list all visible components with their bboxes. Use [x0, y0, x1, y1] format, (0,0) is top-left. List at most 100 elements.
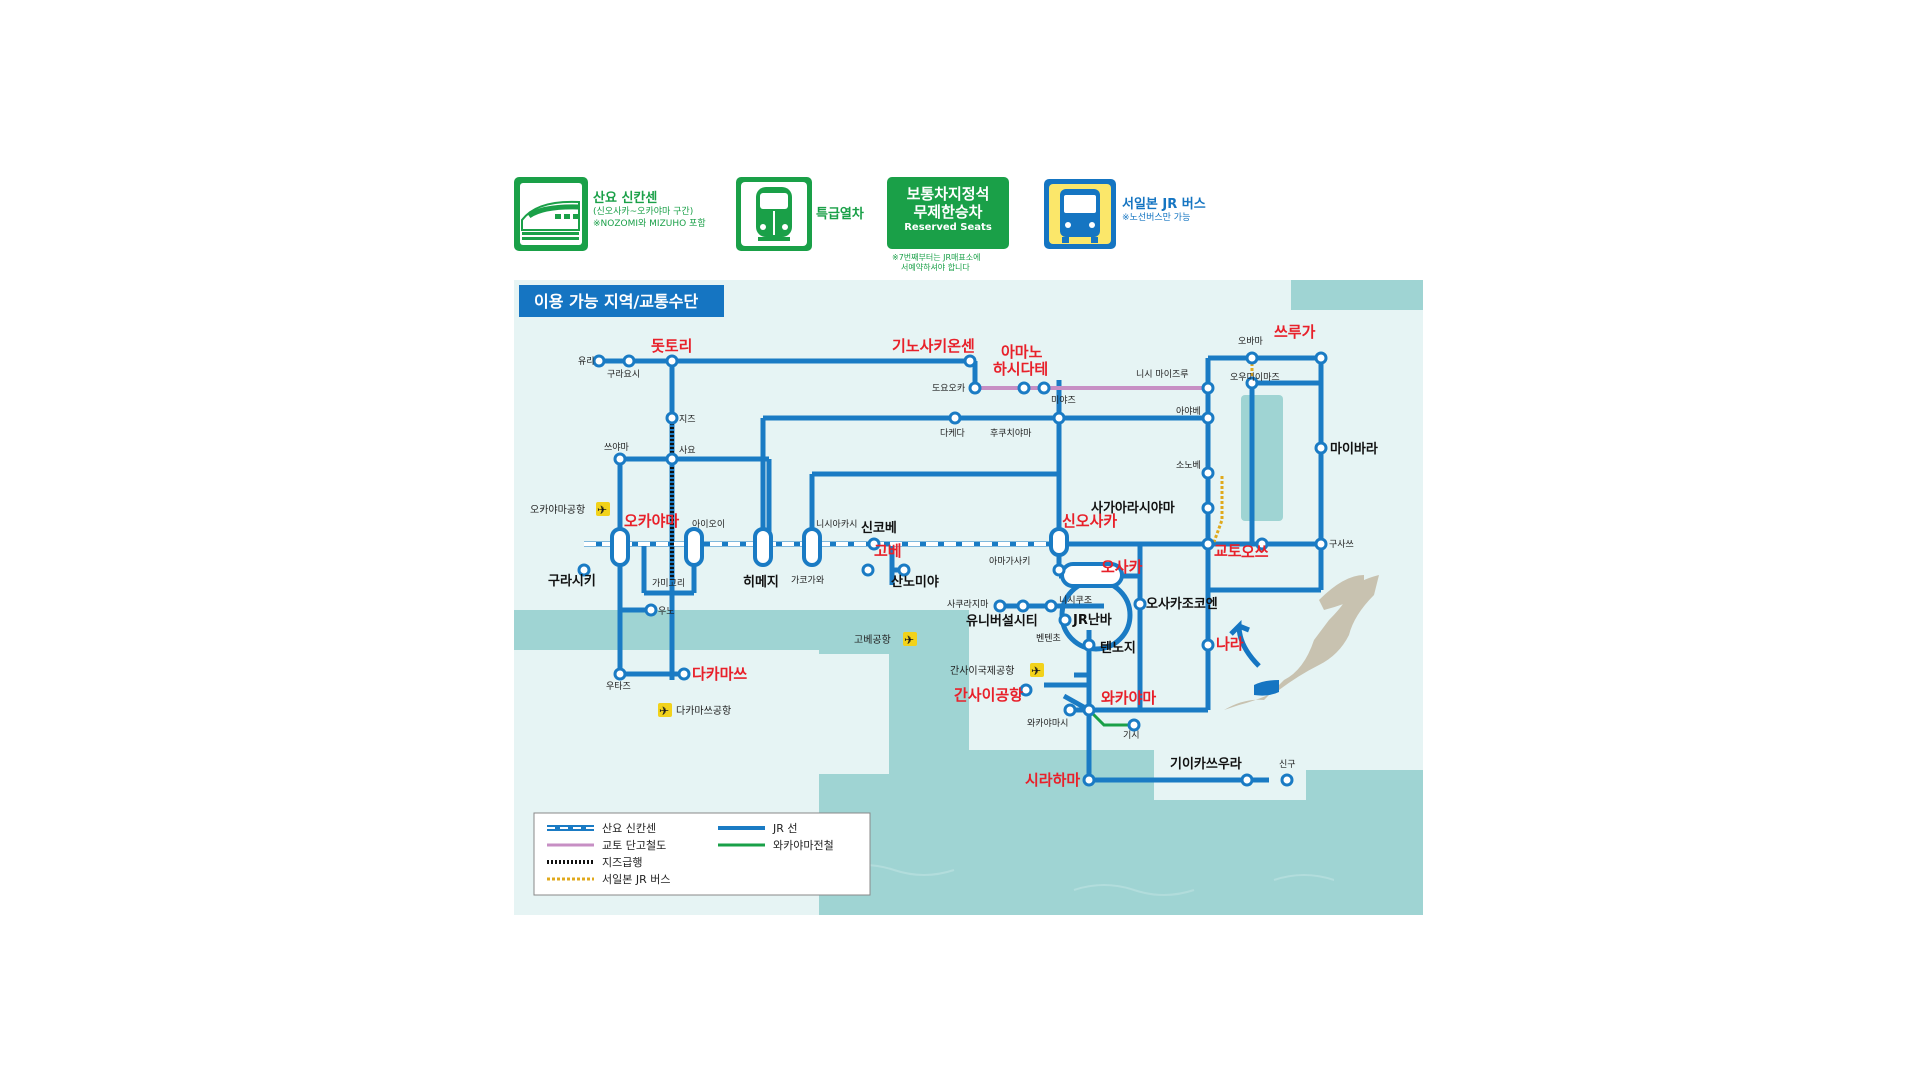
station-nishikujo: 니시쿠조: [1059, 595, 1092, 606]
reserved-line1: 보통차지정석: [906, 185, 990, 203]
station-otsu: 오쓰: [1241, 543, 1269, 561]
shinkansen-nozomi-note: ※NOZOMI와 MIZUHO 포함: [593, 219, 706, 229]
route-map-canvas: 이용 가능 지역/교통수단: [514, 280, 1423, 915]
shinkansen-title: 산요 신칸센: [593, 191, 658, 206]
station-tennoji: 텐노지: [1100, 640, 1136, 656]
route-map: 이용 가능 지역/교통수단: [514, 280, 1423, 915]
station-utazu: 우타즈: [606, 681, 631, 692]
station-uno: 우노: [658, 606, 675, 617]
legend-jr-line: JR 선: [772, 822, 798, 835]
station-shinkobe: 신코베: [861, 521, 897, 536]
station-kinosaki: 기노사키온센: [892, 337, 975, 355]
station-jrnamba: JR난바: [1072, 612, 1112, 628]
station-miyazu: 미야즈: [1051, 395, 1076, 406]
station-kusatsu: 구사쓰: [1329, 539, 1354, 550]
airport-okayama: 오카야마공항: [530, 504, 585, 516]
bold-station-labels: 마이바라 사가아라시야마 신코베 구라시키 히메지 산노미야 오사카조코엔 유니…: [548, 441, 1378, 772]
station-sayo: 사요: [679, 445, 696, 456]
station-yurihama: 유리: [578, 356, 595, 367]
station-nishimaizuru: 니시 마이즈루: [1136, 369, 1189, 380]
station-osaka: 오사카: [1101, 558, 1143, 576]
station-tottori: 돗토리: [651, 337, 692, 355]
airport-icons: ✈ ✈ ✈ ✈: [596, 502, 1044, 718]
major-station-labels: 돗토리 기노사키온센 아마노 하시다테 쓰루가 오카야마 신오사카 고베 오사카…: [624, 323, 1316, 789]
station-wakayamashi: 와카야마시: [1027, 717, 1068, 729]
station-tsuruga: 쓰루가: [1274, 323, 1316, 341]
airport-labels: 오카야마공항 고베공항 간사이국제공항 다카마쓰공항: [530, 504, 1014, 717]
station-chizu: 지즈: [679, 414, 696, 425]
legend-jr-bus: 서일본 JR 버스: [602, 872, 670, 886]
station-takeda: 다케다: [940, 428, 966, 439]
express-train-icon: [736, 177, 812, 251]
station-kyoto: 교토: [1214, 542, 1242, 560]
reserved-note-line1: ※7번째부터는 JR매표소에: [892, 253, 981, 262]
ticket-coverage-legend: 산요 신칸센 (신오사카~오카야마 구간) ※NOZOMI와 MIZUHO 포함…: [514, 175, 1234, 275]
station-nishiakashi: 니시아카시: [816, 519, 857, 530]
station-sakurajima: 사쿠라지마: [947, 599, 989, 610]
reserved-note-line2: 서예약하셔야 합니다: [901, 263, 970, 272]
legend-wakayama-electric: 와카야마전철: [773, 839, 834, 852]
lake-biwa: [1241, 395, 1283, 521]
station-okayama: 오카야마: [624, 512, 679, 530]
station-nara: 나라: [1216, 635, 1244, 653]
station-omiimaizu: 오우미이마즈: [1230, 372, 1280, 383]
legend-shinkansen: 산요 신칸센: [602, 822, 656, 835]
wakayama-electric-line: [1087, 708, 1134, 727]
airport-kobe: 고베공항: [854, 634, 891, 646]
station-aioi: 아이오이: [692, 519, 725, 530]
airport-kansai: 간사이국제공항: [950, 665, 1014, 677]
station-obama: 오바마: [1238, 336, 1264, 347]
reserved-line2: 무제한승차: [913, 203, 983, 221]
bus-title: 서일본 JR 버스: [1122, 197, 1206, 212]
map-title: 이용 가능 지역/교통수단: [534, 292, 698, 311]
station-himeji: 히메지: [743, 574, 779, 590]
shinkansen-section-note: (신오사카~오카야마 구간): [593, 207, 694, 217]
svg-text:✈: ✈: [659, 704, 669, 718]
svg-text:✈: ✈: [1031, 664, 1041, 678]
limited-express-title: 특급열차: [816, 207, 864, 222]
svg-text:✈: ✈: [904, 633, 914, 647]
reserved-seats-badge: 보통차지정석 무제한승차 Reserved Seats: [887, 177, 1009, 249]
sea-strip: [514, 610, 969, 650]
awaji-island-land: [819, 654, 889, 774]
station-kansai-airport: 간사이공항: [954, 686, 1023, 704]
station-fukuchiyama: 후쿠치야마: [990, 427, 1032, 439]
station-takamatsu: 다카마쓰: [692, 665, 747, 683]
station-kiikatsuura: 기이카쓰우라: [1170, 756, 1242, 772]
airport-takamatsu: 다카마쓰공항: [676, 705, 731, 717]
station-shingu: 신구: [1279, 759, 1296, 770]
kii-peninsula-coast: [1334, 770, 1423, 915]
bus-icon: [1044, 179, 1116, 249]
station-markers: [577, 351, 1328, 787]
station-amagasaki: 아마가사키: [989, 556, 1030, 567]
station-wakayama: 와카야마: [1101, 689, 1156, 707]
station-ayabe: 아야베: [1176, 406, 1201, 417]
station-kamigori: 가미고리: [652, 578, 685, 589]
shinkansen-train-icon: [514, 177, 588, 251]
line-legend: 산요 신칸센 교토 단고철도 지즈급행 서일본 JR 버스 JR 선 와카야마전…: [533, 812, 871, 896]
station-kurashiki: 구라시키: [548, 573, 596, 589]
station-sagaarashiyama: 사가아라시야마: [1091, 500, 1175, 516]
station-kobe: 고베: [874, 542, 902, 560]
bus-note: ※노선버스만 가능: [1122, 213, 1191, 223]
station-shirahama: 시라하마: [1025, 771, 1080, 789]
station-amanohashidate-2: 하시다테: [993, 360, 1048, 378]
station-toyooka: 도요오카: [932, 383, 965, 394]
honshu-landmass: [514, 280, 1423, 915]
osaka-bay: [969, 610, 1069, 750]
svg-text:✈: ✈: [597, 503, 607, 517]
station-sonobe: 소노베: [1176, 460, 1201, 471]
station-shinosaka: 신오사카: [1062, 512, 1117, 530]
station-tsuyama: 쓰야마: [604, 442, 630, 453]
reserved-line3: Reserved Seats: [904, 222, 992, 233]
station-kishi: 기시: [1123, 730, 1140, 741]
station-amanohashidate-1: 아마노: [1001, 343, 1043, 361]
station-universal: 유니버설시티: [966, 613, 1038, 629]
legend-chizu-express: 지즈급행: [602, 856, 642, 869]
station-kakogawa: 가코가와: [791, 574, 824, 586]
station-sannomiya: 산노미야: [891, 574, 939, 590]
japan-inset-map: [1224, 575, 1379, 710]
station-kurayoshi: 구라요시: [607, 369, 640, 380]
shinkansen-stations: [610, 527, 1069, 567]
station-osakajokoen: 오사카조코엔: [1146, 596, 1218, 612]
